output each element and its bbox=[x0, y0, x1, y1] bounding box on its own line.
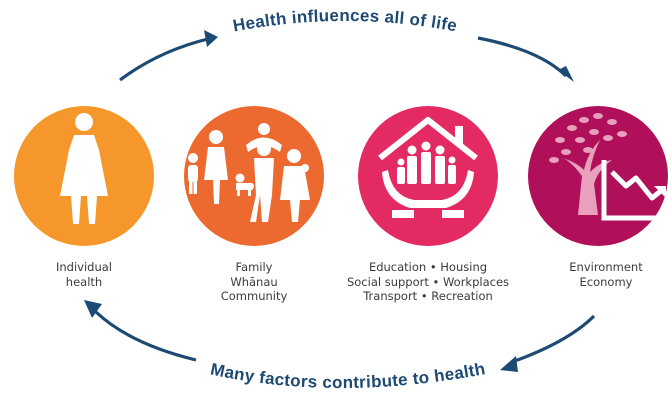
environment-circle bbox=[528, 106, 668, 246]
individual-label-line: Individual bbox=[55, 260, 112, 274]
education-label-line: Social support • Workplaces bbox=[346, 274, 510, 289]
top-left-arrow bbox=[119, 36, 213, 82]
bottom-left-arrow bbox=[94, 310, 197, 362]
individual-node bbox=[14, 106, 154, 246]
top-left-arrowhead bbox=[204, 30, 218, 47]
woman-icon bbox=[60, 113, 108, 224]
house-hands-icon bbox=[378, 117, 478, 218]
bottom-title: Many factors contribute to health bbox=[209, 359, 487, 392]
family-icon bbox=[188, 123, 310, 222]
education-label-line: Transport • Recreation bbox=[363, 289, 493, 303]
top-title: Health influences all of life bbox=[231, 6, 458, 36]
family-label-line: Community bbox=[220, 289, 288, 303]
family-label: Family Whānau Community bbox=[194, 260, 314, 304]
education-node bbox=[358, 106, 498, 246]
environment-node bbox=[528, 106, 668, 246]
individual-label-line: health bbox=[65, 274, 103, 289]
bottom-right-arrow bbox=[511, 314, 596, 364]
family-label-line: Family bbox=[235, 260, 273, 274]
environment-label-line: Environment bbox=[569, 260, 643, 274]
tree-chart-icon bbox=[549, 113, 668, 221]
family-label-line: Whānau bbox=[230, 274, 278, 289]
education-label-line: Education • Housing bbox=[368, 260, 488, 274]
top-right-arrowhead bbox=[558, 66, 574, 82]
environment-label: Environment Economy bbox=[546, 260, 666, 289]
bottom-right-arrowhead bbox=[500, 356, 518, 372]
family-node bbox=[184, 106, 324, 246]
education-label: Education • Housing Social support • Wor… bbox=[338, 260, 518, 304]
environment-label-line: Economy bbox=[579, 274, 633, 289]
top-right-arrow bbox=[477, 36, 568, 78]
individual-label: Individual health bbox=[24, 260, 144, 289]
bottom-left-arrowhead bbox=[84, 300, 102, 318]
